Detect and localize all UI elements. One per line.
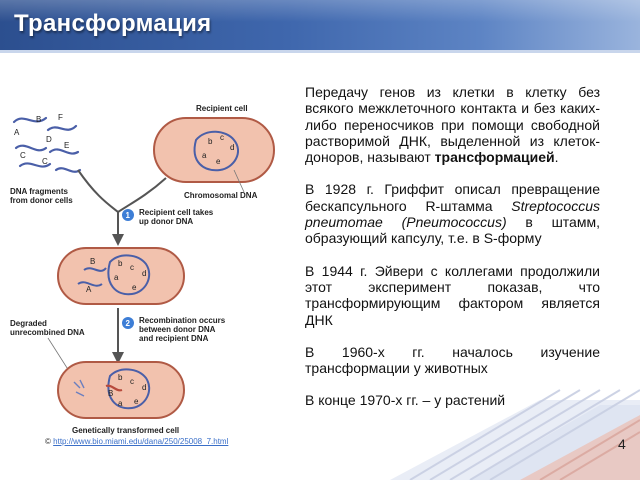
- step1-badge: [122, 209, 134, 221]
- cell3-gene: B: [108, 389, 113, 398]
- fragment-label: C: [42, 157, 48, 166]
- step2-number: 2: [126, 319, 131, 328]
- step1-label: up donor DNA: [139, 217, 193, 226]
- dna-fragments-label: DNA fragments: [10, 187, 68, 196]
- cell3-gene: e: [134, 397, 139, 406]
- chromosomal-dna-label: Chromosomal DNA: [184, 191, 258, 200]
- paragraph-avery: В 1944 г. Эйвери с коллегами продолжили …: [305, 262, 600, 328]
- degraded-dna-label: unrecombined DNA: [10, 328, 85, 337]
- definition-text: Передачу генов из клетки в клетку без вс…: [305, 84, 600, 166]
- content-text: Передачу генов из клетки в клетку без вс…: [305, 84, 600, 425]
- definition-end: .: [554, 149, 559, 166]
- griffith-text-end: в штамм, образующий капсулу, т.е. в S-фо…: [305, 214, 600, 247]
- fragment-label: A: [14, 128, 20, 137]
- recipient-cell-label: Recipient cell: [196, 104, 248, 113]
- step2-badge: [122, 317, 134, 329]
- fragment-label: E: [64, 141, 69, 150]
- chromosome-gene: a: [202, 151, 207, 160]
- chromosome-gene: e: [216, 157, 221, 166]
- title-bar-shine: [0, 0, 640, 22]
- copyright-symbol: ©: [45, 437, 51, 446]
- term-transformation: трансформацией: [434, 149, 555, 166]
- cell3-gene: a: [118, 399, 123, 408]
- species-name: Streptococcus pneumomae (Pneumococcus): [305, 197, 600, 231]
- step1-number: 1: [126, 211, 131, 220]
- step1-label: Recipient cell takes: [139, 208, 214, 217]
- paragraph-plants: В конце 1970-х гг. – у растений: [305, 392, 506, 409]
- chromosome-gene: b: [208, 137, 213, 146]
- griffith-text: В 1928 г. Гриффит описал превращение бес…: [305, 181, 600, 214]
- degraded-dna-label: Degraded: [10, 319, 47, 328]
- image-credit: © http://www.bio.miami.edu/dana/250/2500…: [45, 437, 228, 446]
- title-divider: [0, 50, 640, 53]
- fragment-label: B: [36, 115, 41, 124]
- cell3-gene: c: [130, 377, 134, 386]
- transformation-diagram: A B F D C E C DNA fragments from donor c…: [10, 104, 275, 435]
- cell2-gene: e: [132, 283, 137, 292]
- paragraph-animals: В 1960-х гг. началось изучение трансформ…: [305, 343, 600, 377]
- page-number: 4: [618, 436, 626, 452]
- fragment-label: D: [46, 135, 52, 144]
- recipient-cell: [153, 117, 275, 183]
- source-link[interactable]: http://www.bio.miami.edu/dana/250/25008_…: [53, 437, 229, 446]
- cell-with-donor-dna: [57, 247, 185, 305]
- cell2-gene: c: [130, 263, 134, 272]
- fragment-label: F: [58, 113, 63, 122]
- chromosome-gene: c: [220, 133, 224, 142]
- title-bar: Трансформация: [0, 0, 640, 50]
- cell3-gene: b: [118, 373, 123, 382]
- fragment-label: C: [20, 151, 26, 160]
- cell2-gene: a: [114, 273, 119, 282]
- paragraph-griffith: В 1928 г. Гриффит описал превращение бес…: [305, 181, 600, 246]
- cell2-gene: B: [90, 257, 95, 266]
- paragraph-definition: Передачу генов из клетки в клетку без вс…: [305, 84, 600, 165]
- transformed-cell-label: Genetically transformed cell: [72, 426, 179, 435]
- step2-label: and recipient DNA: [139, 334, 209, 343]
- step2-label: between donor DNA: [139, 325, 216, 334]
- slide-title: Трансформация: [14, 10, 212, 37]
- dna-fragments-label: from donor cells: [10, 196, 73, 205]
- chromosome-gene: d: [230, 143, 234, 152]
- cell2-gene: b: [118, 259, 123, 268]
- cell2-gene: A: [86, 285, 92, 294]
- cell2-gene: d: [142, 269, 146, 278]
- cell3-gene: d: [142, 383, 146, 392]
- step2-label: Recombination occurs: [139, 316, 226, 325]
